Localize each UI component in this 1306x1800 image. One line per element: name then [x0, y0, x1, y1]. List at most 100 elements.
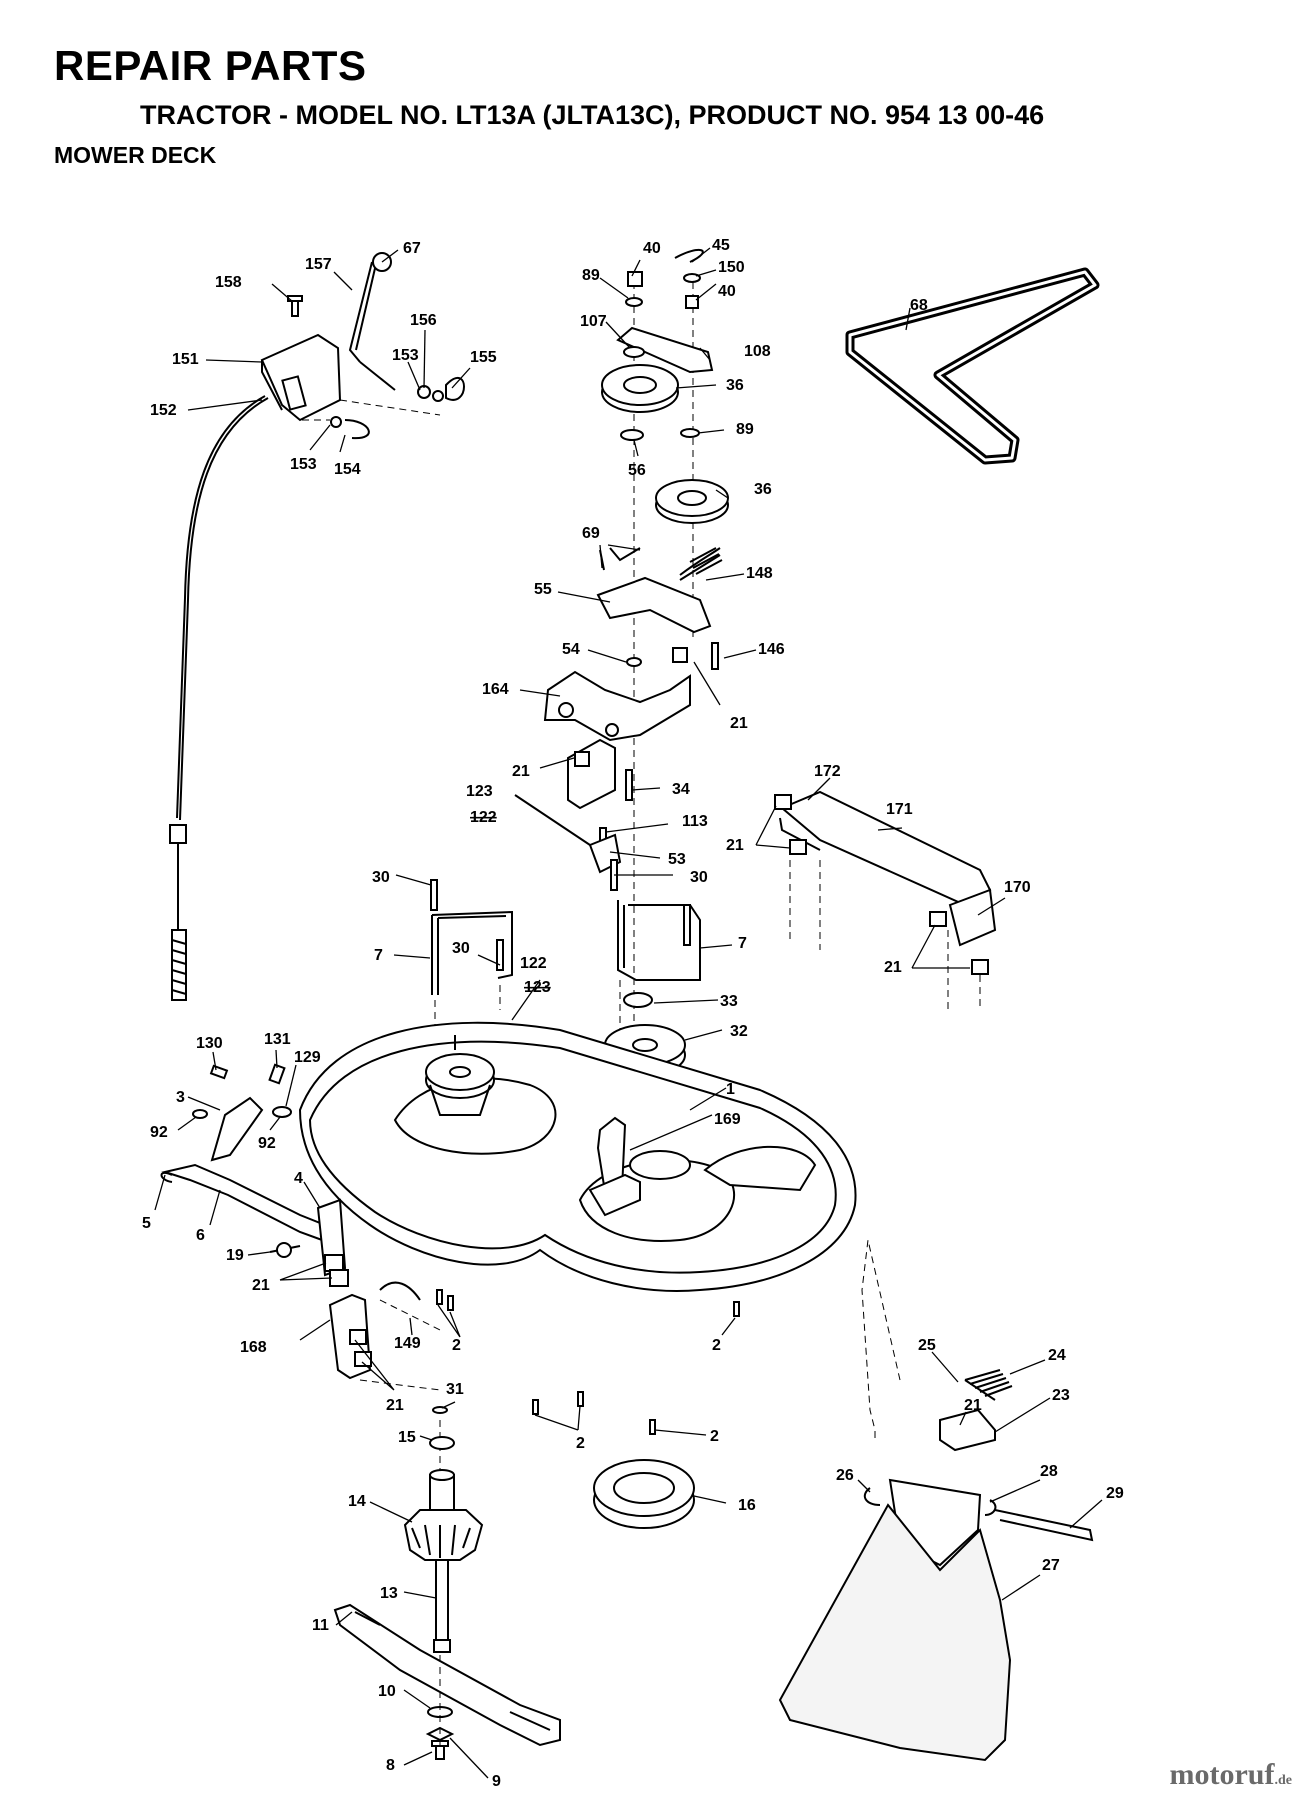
callout-6: 6: [196, 1227, 205, 1244]
callout-2: 2: [710, 1428, 719, 1445]
callout-21: 21: [730, 715, 748, 732]
callout-34: 34: [672, 781, 690, 798]
callout-1: 1: [726, 1081, 735, 1098]
callout-69: 69: [582, 525, 600, 542]
callout-56: 56: [628, 462, 646, 479]
callout-16: 16: [738, 1497, 756, 1514]
callout-171: 171: [886, 801, 913, 818]
deck-hangers: [430, 859, 701, 1040]
callout-31: 31: [446, 1381, 464, 1398]
callout-29: 29: [1106, 1485, 1124, 1502]
callout-113: 113: [682, 813, 708, 830]
callout-169: 169: [714, 1111, 741, 1128]
callout-14: 14: [348, 1493, 366, 1510]
callout-164: 164: [482, 681, 509, 698]
callout-11: 11: [312, 1617, 329, 1634]
watermark-name: motoruf: [1169, 1758, 1275, 1791]
callout-7: 7: [738, 935, 747, 952]
callout-54: 54: [562, 641, 580, 658]
callout-150: 150: [718, 259, 745, 276]
callout-30: 30: [690, 869, 708, 886]
callout-55: 55: [534, 581, 552, 598]
page-title: REPAIR PARTS: [54, 42, 367, 89]
callout-21: 21: [726, 837, 744, 854]
callout-170: 170: [1004, 879, 1031, 896]
callout-7: 7: [374, 947, 383, 964]
callout-3: 3: [176, 1089, 185, 1106]
callout-40: 40: [718, 283, 736, 300]
callout-33: 33: [720, 993, 738, 1010]
callout-21: 21: [512, 763, 530, 780]
watermark-tld: .de: [1274, 1773, 1293, 1788]
callout-153: 153: [290, 456, 317, 473]
callout-26: 26: [836, 1467, 854, 1484]
callout-130: 130: [196, 1035, 223, 1052]
callout-168: 168: [240, 1339, 267, 1356]
callout-154: 154: [334, 461, 361, 478]
callout-5: 5: [142, 1215, 151, 1232]
callout-36: 36: [754, 481, 772, 498]
callout-40: 40: [643, 240, 661, 257]
mower-deck-housing: [298, 1021, 857, 1292]
callout-123-superseded: 123: [524, 979, 551, 996]
callout-23: 23: [1052, 1387, 1070, 1404]
callout-32: 32: [730, 1023, 748, 1040]
idler-pulley-stack: [601, 248, 729, 1195]
callout-108: 108: [744, 343, 771, 360]
callout-8: 8: [386, 1757, 395, 1774]
callout-158: 158: [215, 274, 242, 291]
front-link-assembly: [774, 790, 997, 1010]
blade-spindle-assembly: [403, 1406, 695, 1653]
callout-89: 89: [736, 421, 754, 438]
callout-122: 122: [520, 955, 547, 972]
discharge-chute-assembly: [778, 1239, 1094, 1762]
callout-36: 36: [726, 377, 744, 394]
callout-122-superseded: 122: [470, 809, 497, 826]
callout-13: 13: [380, 1585, 398, 1602]
callout-89: 89: [582, 267, 600, 284]
callout-68: 68: [910, 297, 928, 314]
lift-cable: [169, 395, 269, 1001]
callout-92: 92: [150, 1124, 168, 1141]
callout-67: 67: [403, 240, 421, 257]
callout-24: 24: [1048, 1347, 1066, 1364]
lift-lever-assembly: [260, 252, 465, 440]
idler-arm-bracket: [514, 547, 723, 874]
callout-152: 152: [150, 402, 177, 419]
callout-21: 21: [884, 959, 902, 976]
callout-155: 155: [470, 349, 497, 366]
callout-53: 53: [668, 851, 686, 868]
callout-123: 123: [466, 783, 493, 800]
rear-hanger-bracket: [328, 1281, 740, 1435]
drive-belt: [845, 267, 1100, 465]
deck-side-bracket: [160, 1063, 349, 1287]
callout-30: 30: [372, 869, 390, 886]
callout-10: 10: [378, 1683, 396, 1700]
callout-21: 21: [964, 1397, 982, 1414]
mower-blade: [333, 1603, 561, 1760]
callout-25: 25: [918, 1337, 936, 1354]
callout-2: 2: [712, 1337, 721, 1354]
callout-15: 15: [398, 1429, 416, 1446]
callout-157: 157: [305, 256, 332, 273]
callout-129: 129: [294, 1049, 321, 1066]
callout-45: 45: [712, 237, 730, 254]
callout-9: 9: [492, 1773, 501, 1790]
callout-156: 156: [410, 312, 437, 329]
callout-2: 2: [452, 1337, 461, 1354]
callout-2: 2: [576, 1435, 585, 1452]
leader-lines: [154, 247, 1103, 1779]
callout-151: 151: [172, 351, 199, 368]
callout-labels: 158 157 67 151 156 153 155 152 153 154 4…: [142, 237, 1124, 1790]
callout-149: 149: [394, 1335, 421, 1352]
callout-92: 92: [258, 1135, 276, 1152]
callout-30: 30: [452, 940, 470, 957]
callout-27: 27: [1042, 1557, 1060, 1574]
callout-131: 131: [264, 1031, 291, 1048]
callout-172: 172: [814, 763, 841, 780]
callout-28: 28: [1040, 1463, 1058, 1480]
section-title: MOWER DECK: [54, 142, 217, 168]
callout-107: 107: [580, 313, 607, 330]
callout-4: 4: [294, 1170, 303, 1187]
